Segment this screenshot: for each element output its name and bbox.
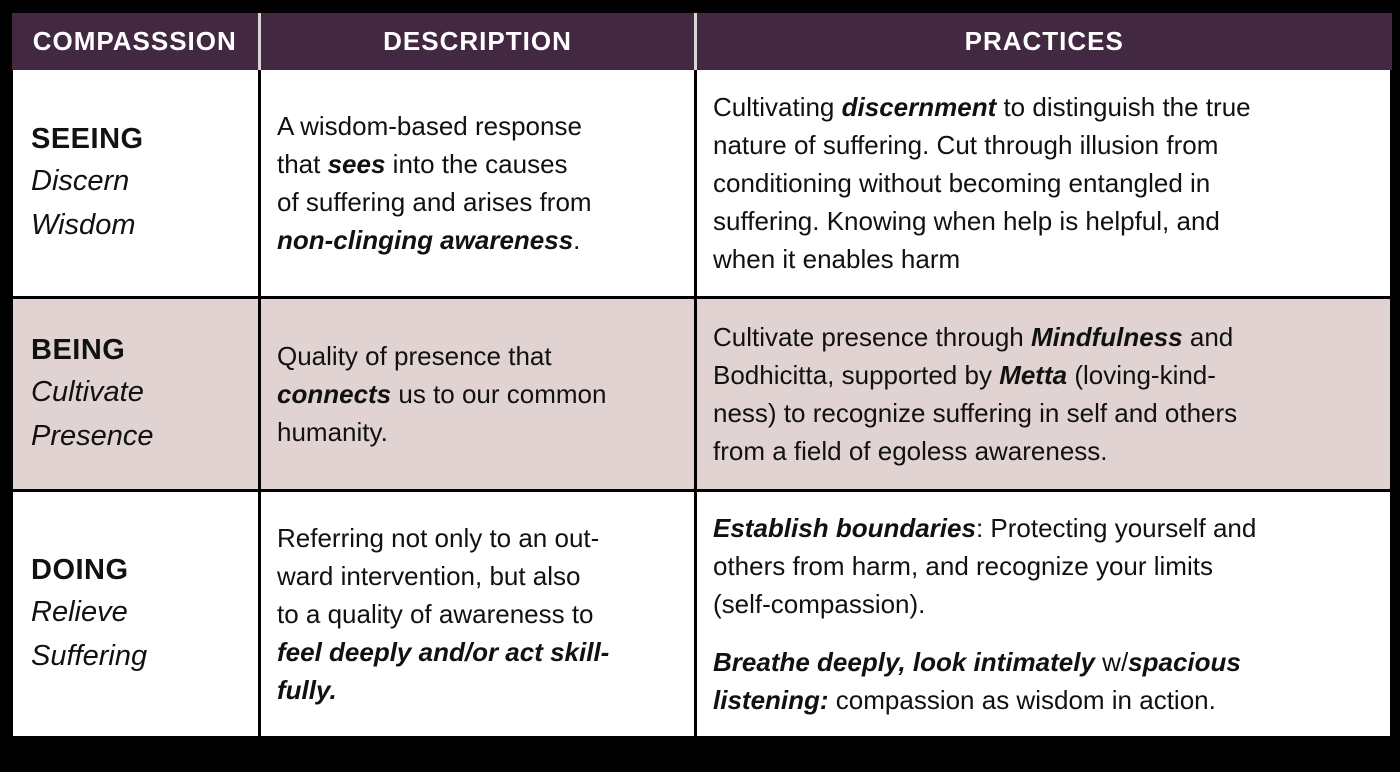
table-row-doing: DOING Relieve Suffering Referring not on… [10, 488, 1393, 739]
term-cell-being: BEING Cultivate Presence [10, 295, 261, 492]
table-row-seeing: SEEING Discern Wisdom A wisdom-based res… [10, 70, 1393, 299]
practices-cell-seeing: Cultivating discernment to distinguish t… [694, 70, 1393, 299]
description-cell-seeing: A wisdom-based response that sees into t… [258, 70, 697, 299]
term-cell-seeing: SEEING Discern Wisdom [10, 70, 261, 299]
description-text: Referring not only to an out- ward inter… [277, 522, 610, 705]
practices-cell-being: Cultivate presence through Mindfulness a… [694, 295, 1393, 492]
term-cell-doing: DOING Relieve Suffering [10, 488, 261, 739]
description-text: A wisdom-based response that sees into t… [277, 110, 592, 255]
column-header-practices: PRACTICES [694, 13, 1392, 70]
term-subtitle: Relieve Suffering [31, 595, 148, 672]
description-text: Quality of presence that connects us to … [277, 340, 607, 447]
compassion-table: COMPASSSION DESCRIPTION PRACTICES SEEING… [10, 13, 1393, 739]
column-header-compassion: COMPASSSION [11, 13, 260, 70]
practices-text: Cultivate presence through Mindfulness a… [713, 321, 1238, 466]
term-subtitle: Cultivate Presence [31, 375, 154, 452]
description-cell-being: Quality of presence that connects us to … [258, 295, 697, 492]
description-cell-doing: Referring not only to an out- ward inter… [258, 488, 697, 739]
term-label: SEEING [31, 122, 144, 155]
table-row-being: BEING Cultivate Presence Quality of pres… [10, 295, 1393, 492]
practices-text: Establish boundaries: Protecting yoursel… [713, 512, 1257, 715]
table-header-row: COMPASSSION DESCRIPTION PRACTICES [11, 13, 1392, 70]
term-label: DOING [31, 553, 129, 586]
term-label: BEING [31, 333, 126, 366]
column-header-description: DESCRIPTION [258, 13, 696, 70]
term-subtitle: Discern Wisdom [31, 164, 136, 241]
practices-cell-doing: Establish boundaries: Protecting yoursel… [694, 488, 1393, 739]
practices-text: Cultivating discernment to distinguish t… [713, 91, 1251, 274]
